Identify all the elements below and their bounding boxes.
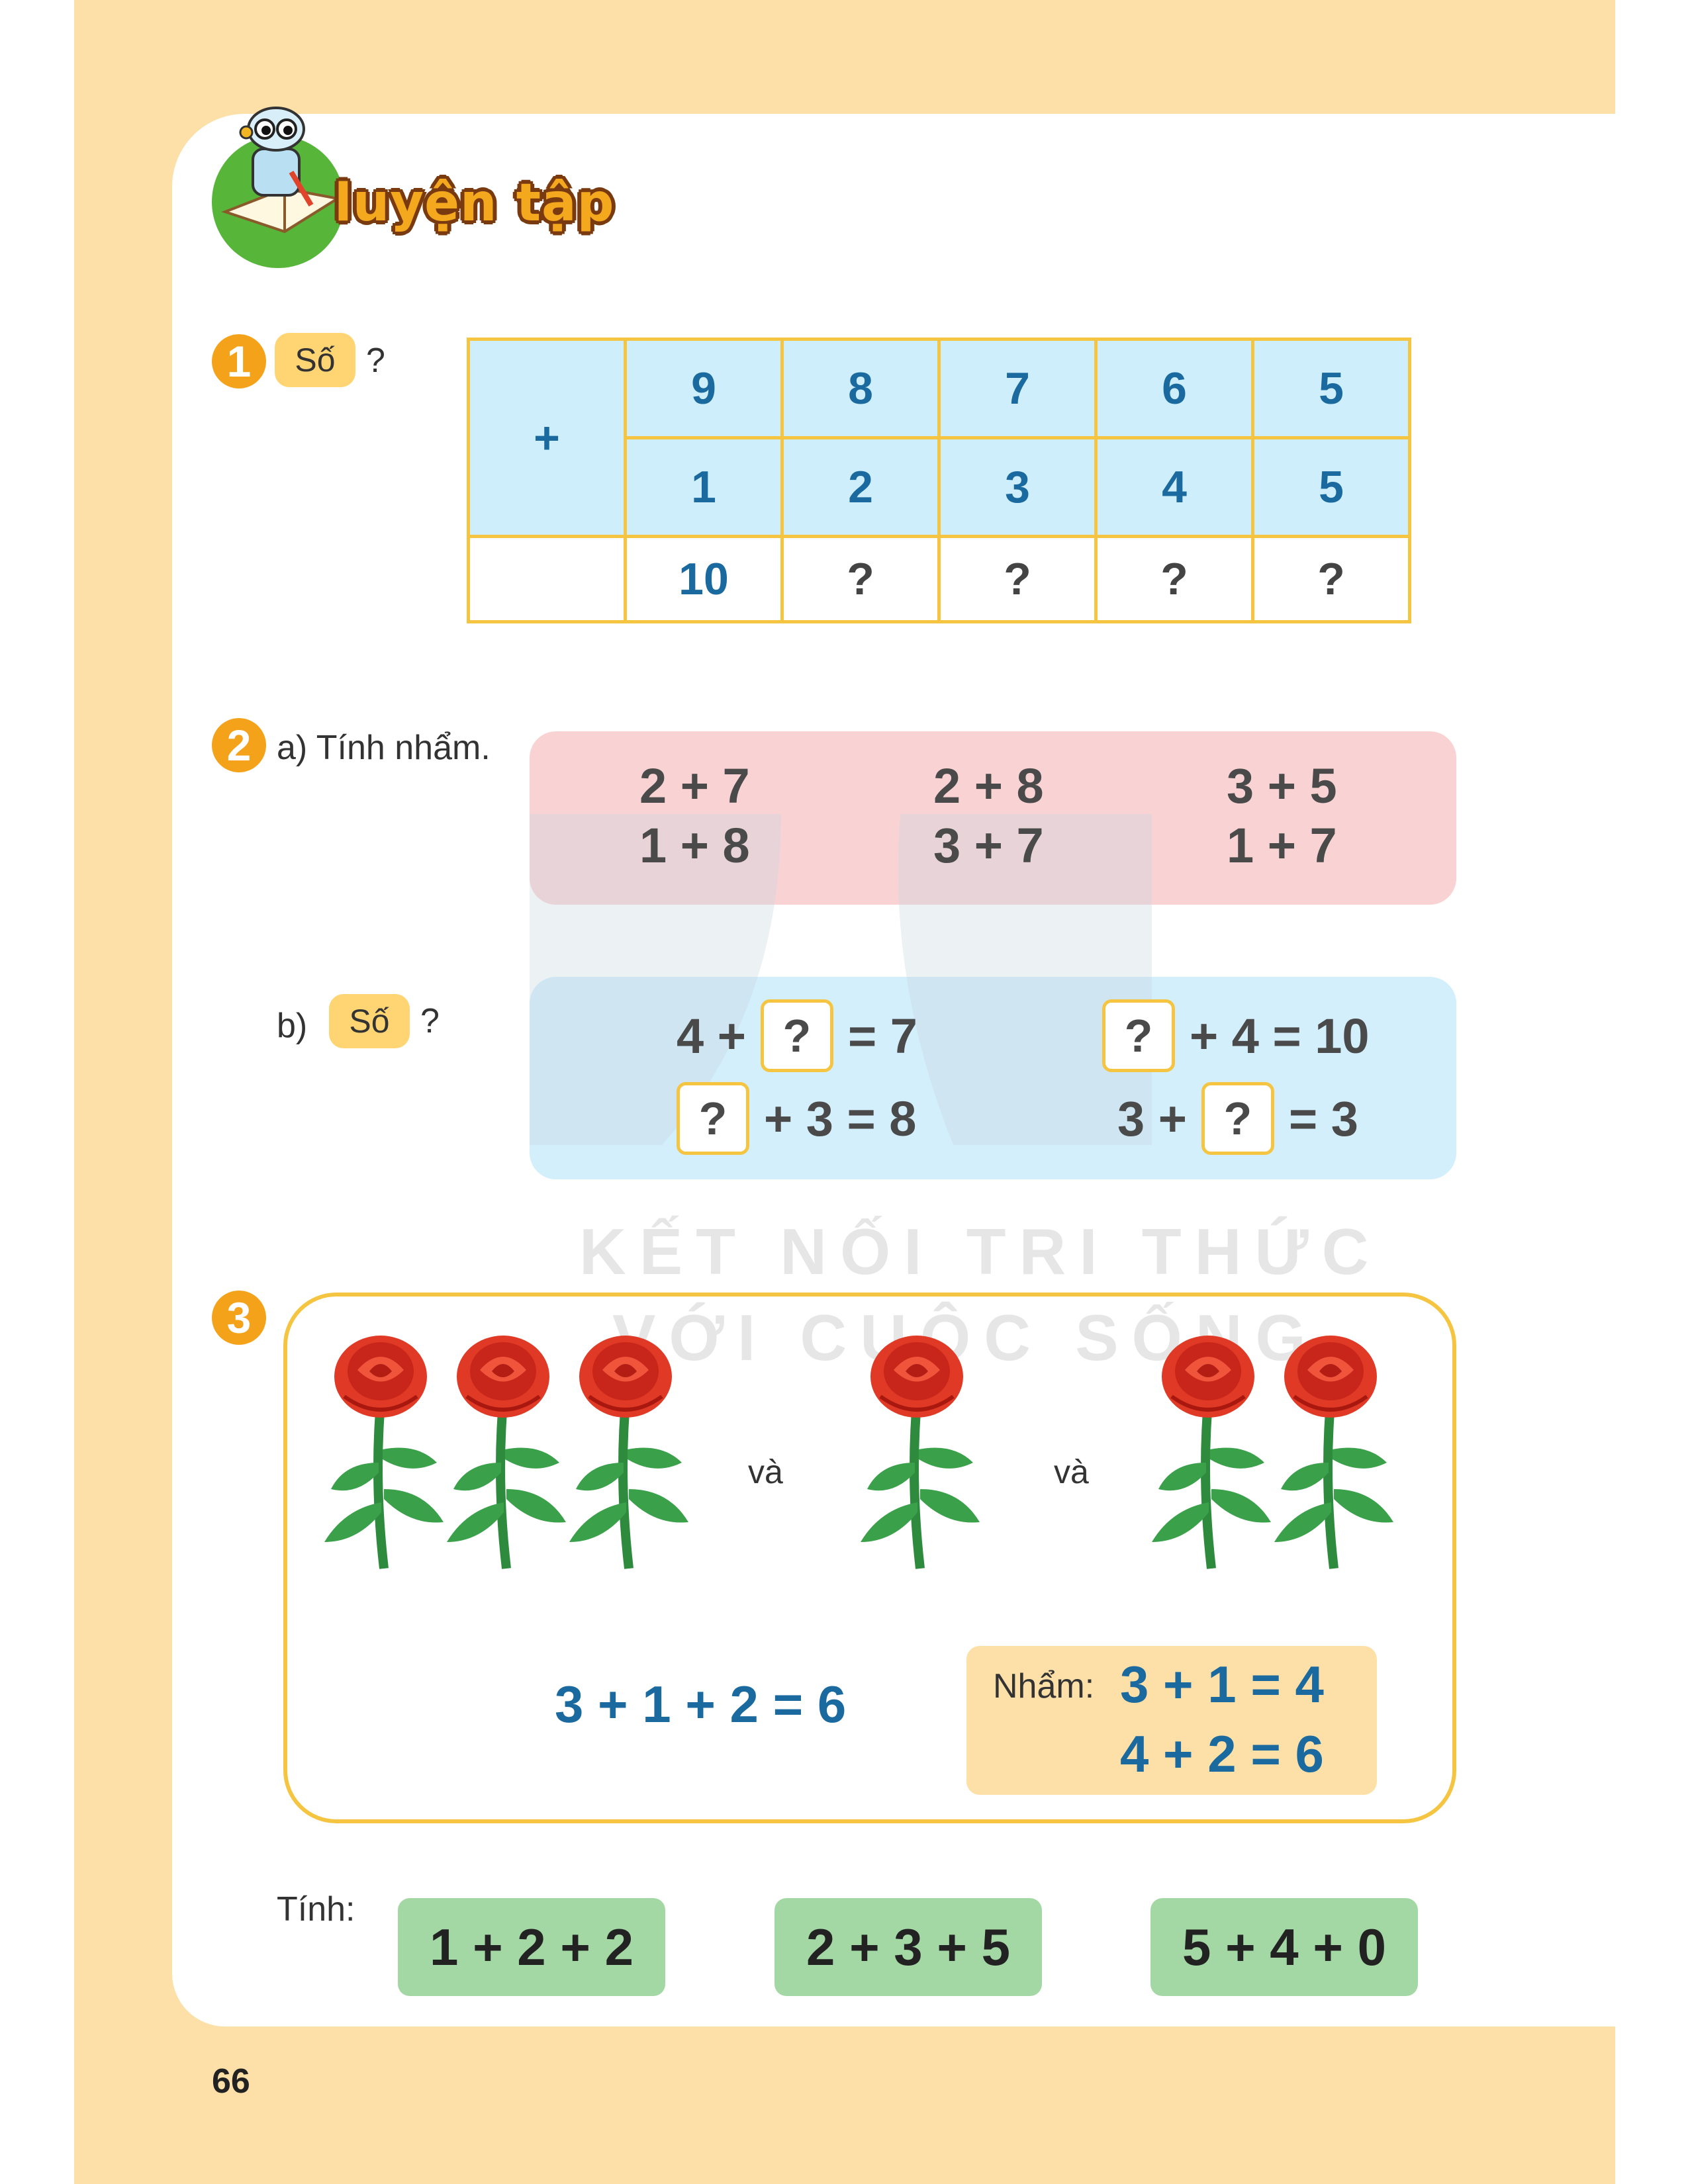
equation-2: ? + 4 = 10 (1102, 999, 1370, 1072)
joiner-text: và (748, 1453, 783, 1490)
nham-line: 3 + 1 = 4 (1120, 1655, 1324, 1713)
result-cell: 10 (624, 535, 784, 623)
page-number: 66 (212, 2062, 250, 2101)
answer-cell[interactable]: ? (937, 535, 1098, 623)
mental-note-box (966, 1646, 1377, 1795)
answer-box[interactable]: ? (1201, 1082, 1274, 1155)
answer-cell[interactable]: ? (780, 535, 941, 623)
table-cell: 1 (624, 436, 784, 538)
so-label: Số (275, 333, 355, 387)
table-cell: 5 (1251, 338, 1411, 439)
rose-icon (1268, 1330, 1400, 1575)
compute-task[interactable]: 5 + 4 + 0 (1150, 1898, 1418, 1996)
rose-icon (854, 1330, 986, 1575)
mental-math-label: a) Tính nhẩm. (277, 729, 491, 767)
mental-math-panel (530, 731, 1456, 905)
table-cell: 8 (780, 338, 941, 439)
expression: 1 + 8 (639, 818, 750, 873)
nham-label: Nhẩm: (993, 1667, 1095, 1706)
expression: 2 + 7 (639, 758, 750, 813)
plus-operator: + (467, 338, 627, 538)
eq-part: 4 + (677, 1008, 746, 1064)
rose-icon (563, 1330, 695, 1575)
exercise-3-badge: 3 (212, 1291, 266, 1345)
rose-icon (318, 1330, 450, 1575)
compute-task[interactable]: 2 + 3 + 5 (774, 1898, 1042, 1996)
table-cell: 5 (1251, 436, 1411, 538)
eq-part: = 3 (1288, 1091, 1358, 1146)
table-cell: 2 (780, 436, 941, 538)
table-cell: 7 (937, 338, 1098, 439)
watermark-line-1: KẾT NỐI TRI THỨC (579, 1215, 1382, 1288)
nham-line: 4 + 2 = 6 (1120, 1725, 1324, 1783)
table-cell: 4 (1094, 436, 1254, 538)
robot-reading-icon (221, 107, 342, 234)
question-mark: ? (420, 1002, 440, 1040)
table-cell: 6 (1094, 338, 1254, 439)
answer-box[interactable]: ? (677, 1082, 749, 1155)
eq-part: + 4 = 10 (1190, 1008, 1370, 1064)
equation-1: 4 + ? = 7 (677, 999, 917, 1072)
watermark-logo (530, 814, 1152, 1145)
exercise-1-badge: 1 (212, 334, 266, 388)
eq-part: = 7 (847, 1008, 917, 1064)
sum-equation: 3 + 1 + 2 = 6 (555, 1675, 847, 1733)
section-title: luyện tập (334, 173, 615, 233)
answer-cell[interactable]: ? (1251, 535, 1411, 623)
joiner-text: và (1054, 1453, 1089, 1490)
rose-icon (440, 1330, 573, 1575)
answer-box[interactable]: ? (760, 999, 833, 1072)
so-label: Số (329, 994, 410, 1048)
expression: 2 + 8 (933, 758, 1044, 813)
question-mark: ? (366, 341, 385, 380)
eq-part: + 3 = 8 (764, 1091, 917, 1146)
addition-table: + 9 8 7 6 5 1 2 3 4 5 10 ? ? ? ? (467, 338, 1411, 623)
expression: 3 + 7 (933, 818, 1044, 873)
expression: 3 + 5 (1227, 758, 1337, 813)
answer-box[interactable]: ? (1102, 999, 1175, 1072)
part-b-letter: b) (277, 1007, 308, 1045)
expression: 1 + 7 (1227, 818, 1337, 873)
compute-task[interactable]: 1 + 2 + 2 (398, 1898, 665, 1996)
equation-3: ? + 3 = 8 (677, 1082, 916, 1155)
eq-part: 3 + (1117, 1091, 1187, 1146)
rose-icon (1145, 1330, 1278, 1575)
equation-4: 3 + ? = 3 (1117, 1082, 1358, 1155)
tinh-label: Tính: (277, 1890, 355, 1929)
answer-cell[interactable]: ? (1094, 535, 1254, 623)
table-cell: 9 (624, 338, 784, 439)
table-cell: 3 (937, 436, 1098, 538)
empty-cell (467, 535, 627, 623)
exercise-2-badge: 2 (212, 718, 266, 772)
